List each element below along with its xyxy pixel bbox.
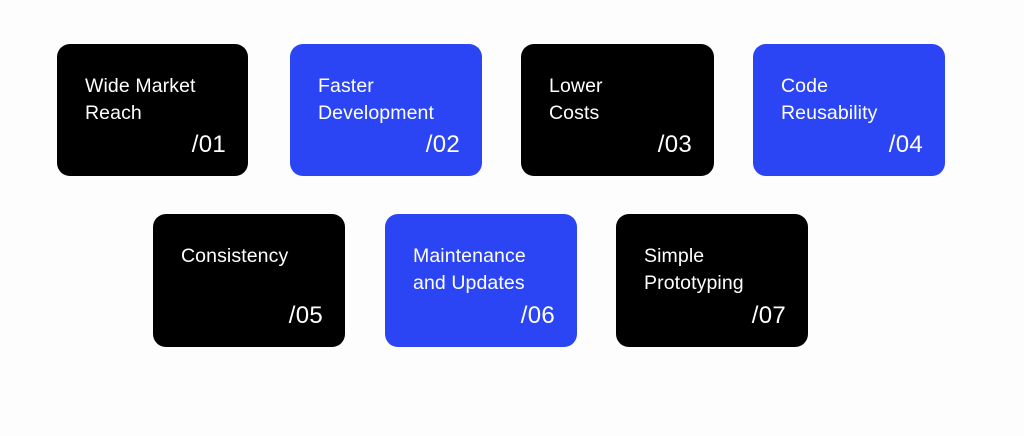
benefit-card[interactable]: Maintenance and Updates/06 <box>385 214 577 347</box>
benefit-card-title: Simple Prototyping <box>644 245 744 294</box>
benefit-card-title: Faster Development <box>318 75 434 124</box>
benefit-card-title: Maintenance and Updates <box>413 245 526 294</box>
benefit-card-number: /01 <box>191 131 226 158</box>
benefit-card[interactable]: Consistency/05 <box>153 214 345 347</box>
benefit-card-title: Wide Market Reach <box>85 75 196 124</box>
benefit-card-number: /05 <box>288 302 323 329</box>
benefit-card[interactable]: Simple Prototyping/07 <box>616 214 808 347</box>
benefit-card-number: /07 <box>751 302 786 329</box>
benefit-card[interactable]: Code Reusability/04 <box>753 44 945 176</box>
benefit-card-title: Consistency <box>181 245 289 267</box>
benefit-card[interactable]: Wide Market Reach/01 <box>57 44 248 176</box>
benefit-card-number: /02 <box>425 131 460 158</box>
benefit-card[interactable]: Faster Development/02 <box>290 44 482 176</box>
benefit-card-number: /03 <box>657 131 692 158</box>
benefit-card-number: /06 <box>520 302 555 329</box>
benefit-card-number: /04 <box>888 131 923 158</box>
benefit-card-title: Lower Costs <box>549 75 603 124</box>
benefit-card[interactable]: Lower Costs/03 <box>521 44 714 176</box>
benefit-card-title: Code Reusability <box>781 75 878 124</box>
